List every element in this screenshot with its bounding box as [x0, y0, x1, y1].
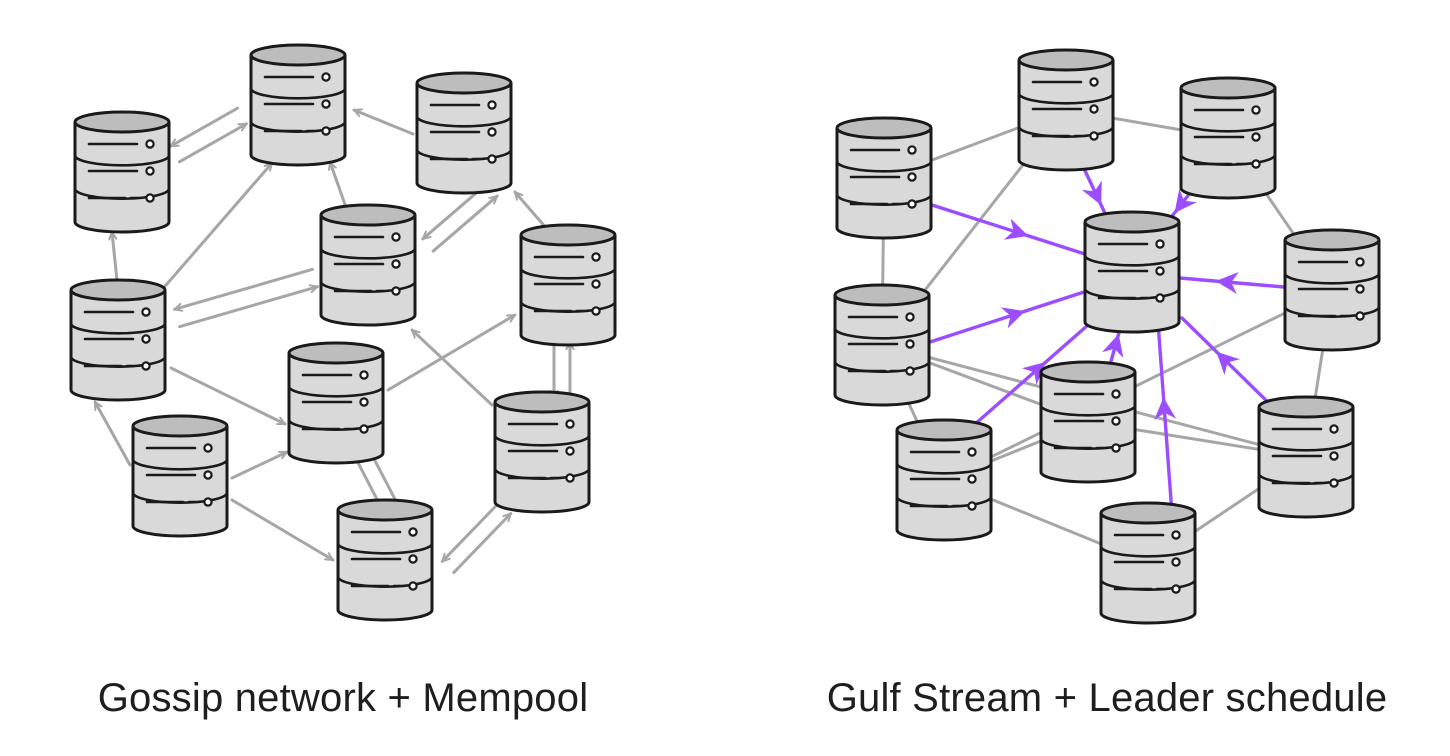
leader-arrow-d [1178, 272, 1286, 294]
gulf-server-d [1283, 228, 1381, 352]
gossip-arrow-n1-n2-back [169, 106, 240, 148]
gulf-server-b [1017, 48, 1115, 172]
gossip-server-n6 [519, 223, 617, 347]
gossip-arrow-n4-n3-forward [431, 194, 499, 253]
gossip-server-n5 [69, 278, 167, 402]
gossip-server-n1 [73, 110, 171, 234]
leader-arrow-i [1154, 320, 1177, 516]
gulf-server-c [1179, 76, 1277, 200]
gossip-arrow-n10-n9-forward [452, 512, 513, 575]
mesh-line-d-g [942, 288, 1334, 482]
gulf-stream-nodes [833, 48, 1381, 625]
leader-arrow-e [928, 290, 1086, 344]
gossip-server-n2 [249, 43, 347, 167]
gossip-arrow-n5-n4-back [172, 267, 314, 309]
gulf-server-g [895, 418, 993, 542]
leader-server [1083, 210, 1181, 334]
gossip-network-caption: Gossip network + Mempool [97, 676, 589, 720]
gossip-arrow-n3-n2 [352, 110, 415, 136]
gossip-server-n7 [287, 341, 385, 465]
gossip-server-n3 [415, 71, 513, 195]
gossip-arrow-n8-n5 [93, 400, 132, 467]
gossip-arrow-n1-n2-forward [177, 122, 248, 164]
gossip-server-n4 [319, 203, 417, 327]
gossip-arrow-n8-n10 [230, 498, 335, 562]
gossip-arrow-n5-n7 [169, 366, 287, 426]
gossip-arrow-n9-n4 [410, 328, 494, 407]
gossip-arrow-n10-n9-back [440, 500, 501, 563]
gossip-server-n8 [131, 414, 229, 538]
gulf-stream-caption: Gulf Stream + Leader schedule [826, 676, 1388, 720]
gulf-server-i [1099, 501, 1197, 625]
gossip-arrow-n8-n7 [230, 450, 289, 480]
gossip-server-n9 [493, 390, 591, 514]
gulf-server-e [833, 283, 931, 407]
gossip-arrow-n7-n6 [386, 313, 517, 392]
gossip-arrow-n5-n2 [158, 161, 274, 294]
gossip-arrow-n5-n4-forward [178, 287, 320, 329]
leader-arrow-g [964, 316, 1098, 434]
leader-arrow-h [1180, 316, 1278, 412]
leader-arrow-a [930, 203, 1090, 257]
gossip-arrow-n4-n2 [330, 160, 350, 215]
gossip-network-nodes [69, 43, 617, 622]
gulf-server-h [1257, 395, 1355, 519]
gossip-server-n10 [336, 498, 434, 622]
gulf-server-a [835, 116, 933, 240]
gulf-server-f [1039, 360, 1137, 484]
